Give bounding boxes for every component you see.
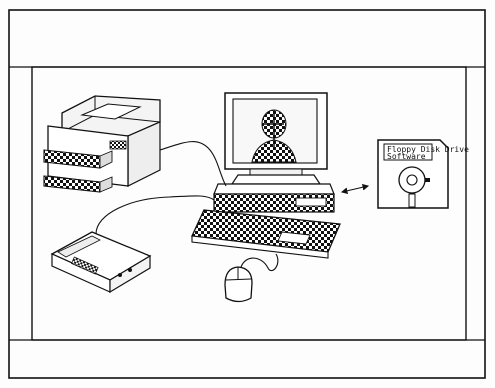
floppy-label-line2: Software xyxy=(387,152,426,161)
computer-unit-icon xyxy=(214,184,334,212)
mouse-cable xyxy=(241,254,278,271)
monitor-icon xyxy=(225,93,327,184)
data-transfer-arrow xyxy=(342,186,368,192)
printer-icon xyxy=(44,96,160,192)
modem-icon xyxy=(52,232,150,292)
mouse-icon xyxy=(225,267,252,302)
printer-cable xyxy=(160,142,226,186)
keyboard-icon xyxy=(192,210,340,258)
floppy-disk-icon: Floppy Disk Drive Software xyxy=(378,140,469,208)
